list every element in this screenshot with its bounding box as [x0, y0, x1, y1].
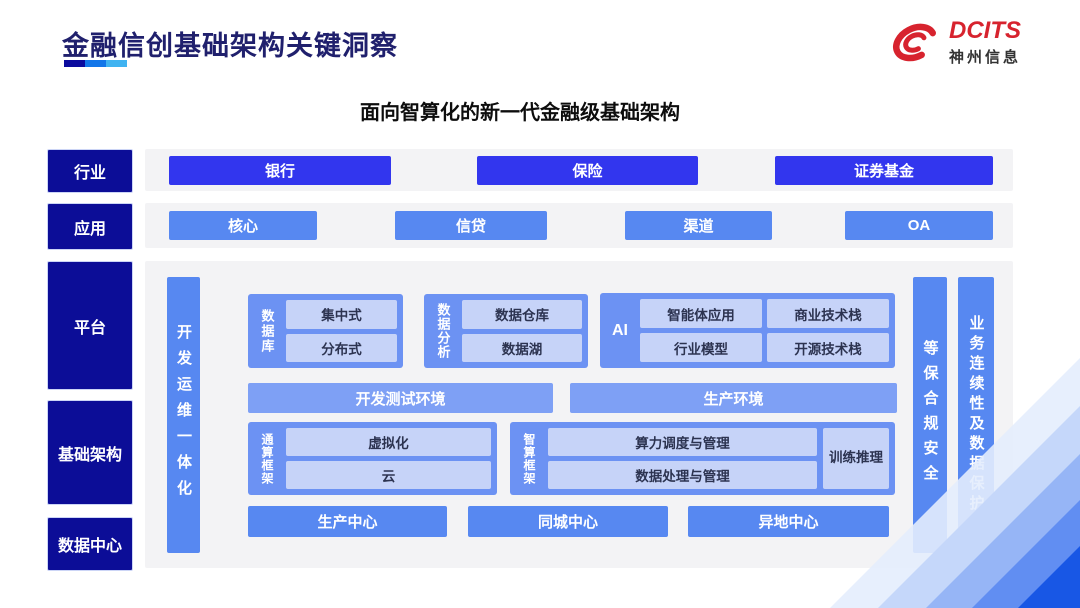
dcits-logo: DCITS 神州信息 — [891, 18, 1021, 67]
intelligent-compute-item-training-inference: 训练推理 — [823, 428, 889, 489]
industry-block-bank: 银行 — [169, 156, 391, 185]
ai-item-commercial-stack: 商业技术栈 — [767, 299, 889, 328]
page-title: 金融信创基础架构关键洞察 — [62, 31, 398, 61]
row-label-infrastructure: 基础架构 — [47, 400, 133, 505]
database-items: 集中式 分布式 — [286, 300, 397, 362]
data-analysis-items: 数据仓库 数据湖 — [462, 300, 582, 362]
row-label-platform: 平台 — [47, 261, 133, 390]
application-block-core: 核心 — [169, 211, 317, 240]
diagram-title: 面向智算化的新一代金融级基础架构 — [360, 102, 680, 124]
intelligent-compute-items: 算力调度与管理 数据处理与管理 — [548, 428, 817, 489]
general-compute-item-virtualization: 虚拟化 — [286, 428, 491, 456]
intelligent-compute-item-dataprocessing: 数据处理与管理 — [548, 461, 817, 489]
ai-item-industry-models: 行业模型 — [640, 333, 762, 362]
dcits-swirl-icon — [893, 23, 937, 62]
data-analysis-section-label: 数据分析 — [435, 303, 451, 359]
general-compute-items: 虚拟化 云 — [286, 428, 491, 489]
security-compliance-label: 等保合规安全 — [921, 340, 939, 490]
database-item-centralized: 集中式 — [286, 300, 397, 329]
data-analysis-item-warehouse: 数据仓库 — [462, 300, 582, 329]
devops-integration-bar: 开发运维一体化 — [167, 277, 200, 553]
production-environment-bar: 生产环境 — [570, 383, 897, 413]
row-label-industry: 行业 — [47, 149, 133, 193]
ai-items: 智能体应用 商业技术栈 行业模型 开源技术栈 — [640, 299, 889, 362]
application-block-oa: OA — [845, 211, 993, 240]
intelligent-compute-section: 智算框架 算力调度与管理 数据处理与管理 训练推理 — [510, 422, 895, 495]
general-compute-label: 通算框架 — [260, 432, 274, 485]
center-block-samecity: 同城中心 — [468, 506, 668, 537]
ai-section-label: AI — [612, 321, 628, 339]
database-section-label: 数据库 — [259, 308, 275, 354]
general-compute-item-cloud: 云 — [286, 461, 491, 489]
corner-decoration — [830, 358, 1080, 608]
underline-segment-2 — [85, 60, 106, 67]
row-label-application: 应用 — [47, 203, 133, 250]
application-block-channel: 渠道 — [625, 211, 772, 240]
ai-section: AI 智能体应用 商业技术栈 行业模型 开源技术栈 — [600, 293, 895, 368]
row-label-datacenter: 数据中心 — [47, 517, 133, 571]
center-block-remote: 异地中心 — [688, 506, 889, 537]
logo-brand: DCITS — [949, 17, 1021, 44]
logo-company: 神州信息 — [949, 49, 1022, 67]
title-underline — [64, 60, 127, 67]
intelligent-compute-item-scheduling: 算力调度与管理 — [548, 428, 817, 456]
database-section: 数据库 集中式 分布式 — [248, 294, 403, 368]
ai-item-opensource-stack: 开源技术栈 — [767, 333, 889, 362]
database-item-distributed: 分布式 — [286, 333, 397, 362]
logo-text: DCITS 神州信息 — [949, 18, 1021, 67]
underline-segment-3 — [106, 60, 127, 67]
center-block-production: 生产中心 — [248, 506, 447, 537]
dev-test-environment-bar: 开发测试环境 — [248, 383, 553, 413]
general-compute-section: 通算框架 虚拟化 云 — [248, 422, 497, 495]
data-analysis-item-lake: 数据湖 — [462, 333, 582, 362]
application-block-credit: 信贷 — [395, 211, 547, 240]
devops-integration-label: 开发运维一体化 — [175, 324, 192, 506]
industry-block-insurance: 保险 — [477, 156, 698, 185]
data-analysis-section: 数据分析 数据仓库 数据湖 — [424, 294, 588, 368]
underline-segment-1 — [64, 60, 85, 67]
intelligent-compute-label: 智算框架 — [522, 432, 536, 485]
industry-block-securities: 证券基金 — [775, 156, 993, 185]
ai-item-agent-apps: 智能体应用 — [640, 299, 762, 328]
